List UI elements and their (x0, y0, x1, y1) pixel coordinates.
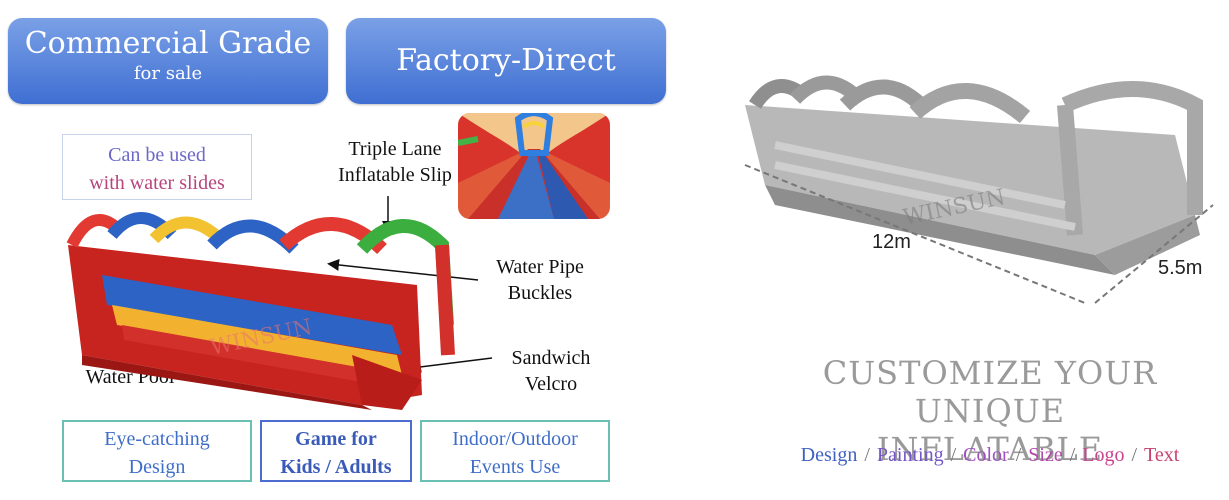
customize-heading-line-2: INFLATABLE (876, 430, 1104, 468)
option-separator: / (945, 444, 962, 466)
length-dimension-label: 12m (872, 231, 911, 253)
water-slide-compatibility-badge: Can be used with water slides (62, 134, 252, 200)
sandwich-velcro-callout: Sandwich Velcro (496, 345, 606, 397)
water-pipe-buckles-callout: Water Pipe Buckles (480, 254, 600, 306)
option-painting: Painting (876, 444, 944, 466)
for-sale-subtitle: for sale (133, 63, 203, 84)
triple-lane-line-2: Inflatable Slip (338, 164, 452, 186)
triple-lane-photo (458, 113, 610, 219)
option-separator: / (1064, 444, 1081, 466)
feature-game-for-kids-adults: Game for Kids / Adults (260, 420, 412, 482)
width-dimension-line (1094, 204, 1214, 304)
option-separator: / (1010, 444, 1027, 466)
length-dimension-line (744, 164, 1086, 304)
badge-line-2: with water slides (89, 172, 225, 194)
feature-eye-catching: Eye-catching Design (62, 420, 252, 482)
option-text: Text (1144, 444, 1180, 466)
option-logo: Logo (1082, 444, 1125, 466)
customization-options: Design / Painting / Color / Size / Logo … (760, 444, 1220, 467)
feature-indoor-line-2: Events Use (469, 456, 561, 478)
customize-heading-line-1: CUSTOMIZE YOUR UNIQUE (822, 354, 1158, 430)
triple-lane-callout: Triple Lane Inflatable Slip (330, 136, 460, 188)
velcro-line-2: Velcro (524, 373, 578, 395)
triple-lane-line-1: Triple Lane (348, 138, 442, 160)
feature-indoor-outdoor: Indoor/Outdoor Events Use (420, 420, 610, 482)
grey-triple-lane-slip-image: WINSUN (744, 75, 1214, 304)
feature-game-line-2: Kids / Adults (280, 456, 392, 478)
badge-line-1: Can be used (108, 144, 206, 166)
feature-game-line-1: Game for (295, 428, 377, 450)
option-color: Color (963, 444, 1009, 466)
option-design: Design (800, 444, 858, 466)
option-size: Size (1028, 444, 1063, 466)
factory-direct-banner: Factory-Direct (346, 18, 666, 104)
red-triple-lane-slip-image: WINSUN (66, 212, 455, 410)
option-separator: / (1126, 444, 1143, 466)
customize-heading: CUSTOMIZE YOUR UNIQUE INFLATABLE (760, 354, 1220, 468)
commercial-grade-title: Commercial Grade (24, 26, 312, 61)
width-dimension-label: 5.5m (1158, 257, 1203, 279)
pipe-line-2: Buckles (507, 282, 573, 304)
pipe-line-1: Water Pipe (496, 256, 584, 278)
feature-eye-line-1: Eye-catching (104, 428, 210, 450)
option-separator: / (859, 444, 875, 466)
feature-eye-line-2: Design (128, 456, 186, 478)
commercial-grade-banner: Commercial Grade for sale (8, 18, 328, 104)
feature-indoor-line-1: Indoor/Outdoor (452, 428, 578, 450)
velcro-line-1: Sandwich (511, 347, 591, 369)
